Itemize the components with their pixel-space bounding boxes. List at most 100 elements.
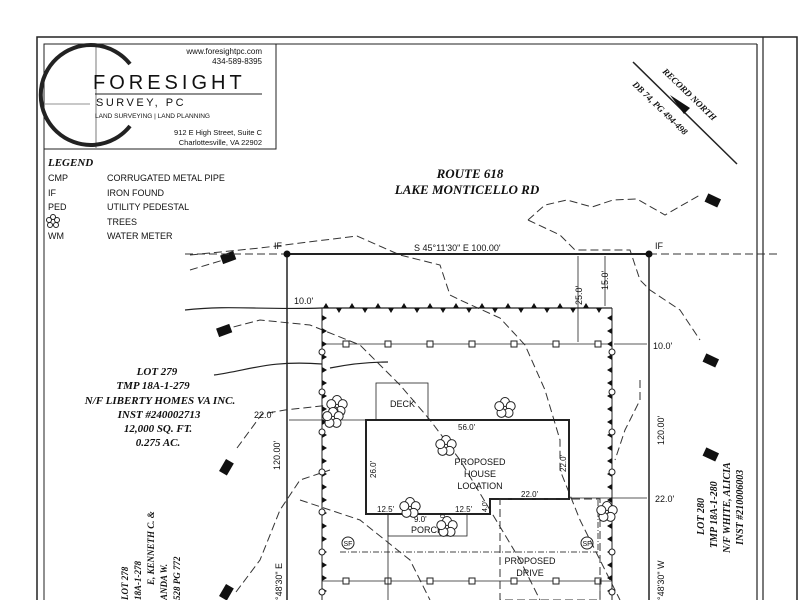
post-marker [608, 468, 616, 476]
tree-icon [322, 407, 344, 428]
lot-278-label: LOT 278 18A-1-278 E, KENNETH C. & ANDA W… [120, 511, 182, 600]
tree-icon [435, 435, 457, 456]
fence-tick [607, 575, 612, 581]
post-marker [552, 577, 560, 585]
setback-left: 10.0' [294, 296, 314, 306]
fence-tick [453, 303, 459, 308]
post-marker [608, 548, 616, 556]
fence-tick [322, 562, 327, 568]
front-setback-25: 25.0' [574, 285, 584, 305]
lot-279-line: 12,000 SQ. FT. [124, 423, 192, 435]
fence-tick [607, 380, 612, 386]
house-label: LOCATION [457, 481, 502, 491]
house-label: PROPOSED [454, 457, 506, 467]
setback-right: 10.0' [653, 341, 673, 351]
left-length: 120.00' [272, 440, 282, 470]
lot-280-line: INST #210006003 [735, 470, 746, 546]
fence-tick [322, 315, 327, 321]
drive-label: PROPOSED [504, 556, 556, 566]
company-sub: SURVEY, PC [96, 97, 186, 109]
fence-tick [607, 445, 612, 451]
legend-desc: UTILITY PEDESTAL [107, 202, 189, 212]
property-boundary [185, 250, 780, 600]
house-step-width: 22.0' [521, 490, 539, 499]
post-marker [510, 340, 518, 348]
right-bearing: °48'30" W [656, 560, 666, 600]
north-arrow: RECORD NORTH DB 74, PG 494-498 [630, 61, 738, 165]
fence-tick [607, 419, 612, 425]
post-marker [318, 508, 326, 516]
post-marker [318, 588, 326, 596]
tree-icon [436, 516, 458, 537]
legend-desc: TREES [107, 217, 137, 227]
road-name: LAKE MONTICELLO RD [394, 182, 540, 197]
lot-280-line: N/F WHITE, ALICIA [722, 462, 733, 554]
fence-tick [466, 308, 472, 313]
post-marker [594, 340, 602, 348]
address-line-1: 912 E High Street, Suite C [174, 128, 263, 137]
lot-278-line: LOT 278 [120, 566, 130, 600]
post-marker [594, 577, 602, 585]
contour-lines [189, 194, 701, 600]
lot-279-line: TMP 18A-1-279 [116, 380, 190, 392]
foresight-logo-arc [38, 43, 132, 147]
fence-tick [607, 458, 612, 464]
side-right: 22.0' [655, 494, 675, 504]
fence-tick [479, 303, 485, 308]
lot-278-line: 528 PG 772 [172, 556, 182, 600]
fence-tick [570, 308, 576, 313]
side-left: 22.0' [254, 410, 274, 420]
fence-tick [322, 380, 327, 386]
fence-tick [322, 445, 327, 451]
svg-text:SF: SF [344, 541, 353, 548]
drive-label: DRIVE [516, 568, 544, 578]
legend-desc: CORRUGATED METAL PIPE [107, 173, 225, 183]
fence-tick [607, 328, 612, 334]
legend-desc: WATER METER [107, 231, 173, 241]
fence-tick [322, 419, 327, 425]
fence-tick [322, 458, 327, 464]
address-line-2: Charlottesville, VA 22902 [179, 138, 262, 147]
house-width: 56.0' [458, 423, 476, 432]
fence-tick [531, 303, 537, 308]
fence-tick [322, 367, 327, 373]
fence-tick [427, 303, 433, 308]
pipe-icon [704, 193, 722, 208]
left-bearing: °48'30" E [274, 563, 284, 600]
pipe-icon [219, 458, 234, 476]
fence-tick [322, 328, 327, 334]
fence-tick [607, 536, 612, 542]
lot-279-line: 0.275 AC. [136, 437, 181, 449]
house-right-depth: 22.0' [559, 454, 568, 472]
house-left-depth: 26.0' [369, 460, 378, 478]
fence-tick [596, 308, 602, 313]
post-marker [608, 348, 616, 356]
lot-279-line: LOT 279 [136, 366, 178, 378]
right-length: 120.00' [656, 415, 666, 445]
post-marker [342, 340, 350, 348]
lot-278-line: E, KENNETH C. & [146, 511, 156, 586]
post-marker [608, 428, 616, 436]
post-marker [318, 468, 326, 476]
front-setback-15: 15.0' [600, 270, 610, 290]
post-marker [552, 340, 560, 348]
iron-found-marker [645, 250, 653, 258]
pipe-icon [702, 447, 720, 462]
porch-offset-left: 12.5' [377, 505, 395, 514]
limits-of-disturbance [318, 303, 616, 600]
deck-label: DECK [390, 399, 415, 409]
legend: LEGEND CMP CORRUGATED METAL PIPE IF IRON… [46, 157, 225, 241]
fence-tick [322, 354, 327, 360]
porch-width: 9.0' [414, 515, 427, 524]
fence-tick [322, 497, 327, 503]
fence-tick [607, 341, 612, 347]
fence-tick [557, 303, 563, 308]
if-label: IF [655, 241, 664, 251]
trees [322, 395, 618, 537]
lot-280-line: LOT 280 [696, 498, 707, 536]
proposed-house [365, 382, 601, 600]
fence-tick [607, 484, 612, 490]
legend-code: CMP [48, 173, 68, 183]
post-marker [384, 340, 392, 348]
fence-tick [607, 562, 612, 568]
